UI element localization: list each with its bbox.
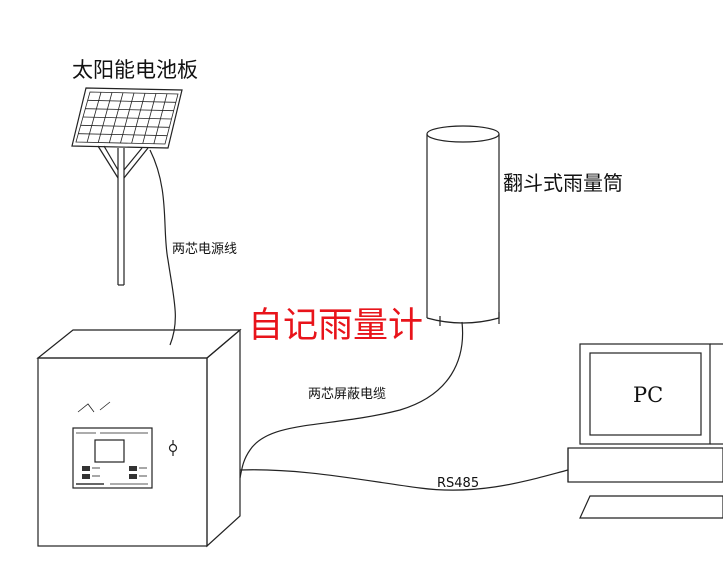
rs485-label: RS485	[437, 476, 479, 491]
shielded-cable	[239, 321, 464, 479]
power-cable	[149, 149, 176, 346]
rain-recorder-box	[36, 328, 242, 548]
rs485-cable	[239, 469, 569, 491]
pc-label: PC	[633, 383, 663, 407]
solar-panel-label: 太阳能电池板	[72, 58, 198, 82]
rain-gauge-cylinder	[426, 125, 500, 326]
power-cable-label: 两芯电源线	[172, 242, 237, 257]
rain-gauge-label: 翻斗式雨量筒	[503, 171, 623, 195]
shielded-cable-label: 两芯屏蔽电缆	[308, 386, 386, 402]
pc-workstation	[567, 343, 723, 519]
solar-panel	[71, 87, 183, 286]
diagram-title: 自记雨量计	[248, 306, 423, 346]
